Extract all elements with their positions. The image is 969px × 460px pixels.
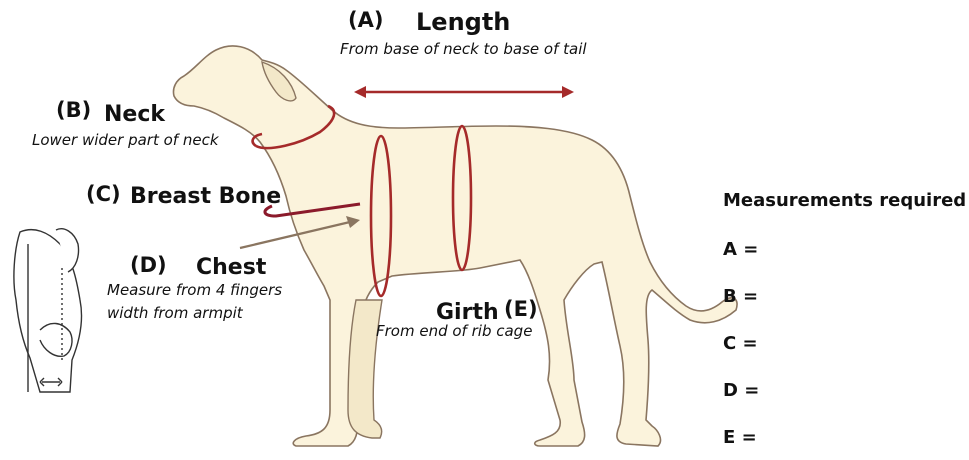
chest-letter: (D) <box>130 253 167 277</box>
measurement-field-d: D = <box>723 380 760 401</box>
neck-description: Lower wider part of neck <box>32 131 219 149</box>
chest-pointer-arrow <box>239 216 360 250</box>
girth-ring <box>451 124 473 272</box>
length-letter: (A) <box>348 8 384 32</box>
girth-letter: (E) <box>504 297 538 321</box>
chest-description-line2: width from armpit <box>107 304 243 322</box>
dog-rear-far-leg <box>347 299 383 439</box>
breast-bone-letter: (C) <box>86 182 121 206</box>
length-title: Length <box>416 8 511 36</box>
neck-title: Neck <box>104 102 166 127</box>
measurement-field-e: E = <box>723 427 757 448</box>
neck-letter: (B) <box>56 98 92 122</box>
neck-ring <box>251 104 336 150</box>
chest-description-line1: Measure from 4 fingers <box>107 281 283 299</box>
length-arrow <box>354 86 574 98</box>
measurement-field-c: C = <box>723 333 758 354</box>
breast-bone-line <box>263 202 361 218</box>
measurement-field-a: A = <box>723 239 759 260</box>
hand-measuring-illustration <box>13 228 83 393</box>
dog-ear <box>261 60 297 102</box>
girth-title: Girth <box>436 300 499 325</box>
chest-title: Chest <box>196 255 267 280</box>
breast-bone-title: Breast Bone <box>130 184 282 209</box>
measurement-field-b: B = <box>723 286 759 307</box>
chest-ring <box>369 134 393 298</box>
girth-description: From end of rib cage <box>376 322 533 340</box>
measurements-heading: Measurements required <box>723 190 967 211</box>
length-description: From base of neck to base of tail <box>340 40 587 58</box>
